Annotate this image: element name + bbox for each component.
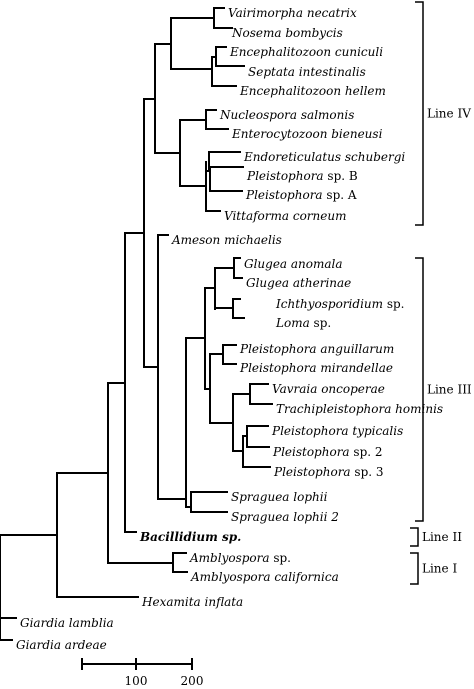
taxon-name: Encephalitozoon hellem	[239, 84, 386, 98]
bracket-label-line4: Line IV	[427, 107, 471, 121]
bracket-line2	[410, 527, 419, 547]
taxon-label-spraguea: Spraguea lophii	[231, 490, 328, 504]
taxon-name: Glugea anomala	[244, 257, 343, 271]
taxon-name: Pleistophora	[246, 169, 324, 183]
lineage-brackets: Line IV Line III Line II Line I	[410, 1, 472, 585]
taxon-name: Nosema bombycis	[231, 26, 343, 40]
taxon-label-enterocyto: Enterocytozoon bieneusi	[231, 127, 383, 141]
taxon-name: Vavraia oncoperae	[272, 382, 385, 396]
taxon-name: Nucleospora salmonis	[219, 108, 354, 122]
taxon-label-glugea_at: Glugea atherinae	[246, 276, 351, 290]
taxon-name: Pleistophora	[273, 465, 351, 479]
taxon-name: Enterocytozoon bieneusi	[231, 127, 383, 141]
taxon-suffix: sp.	[270, 551, 291, 565]
taxon-name: Encephalitozoon cuniculi	[229, 45, 383, 59]
taxon-suffix: sp. 2	[350, 445, 383, 459]
taxon-name: Pleistophora	[245, 188, 323, 202]
taxon-label-glugea_an: Glugea anomala	[244, 257, 343, 271]
taxon-label-giardia_a: Giardia ardeae	[16, 638, 107, 652]
taxon-label-spraguea2: Spraguea lophii 2	[231, 510, 339, 524]
taxon-label-vairimorpha: Vairimorpha necatrix	[228, 6, 357, 20]
taxon-suffix: sp. 3	[351, 465, 384, 479]
taxon-name: Vairimorpha necatrix	[228, 6, 357, 20]
taxon-label-ameson: Ameson michaelis	[171, 233, 282, 247]
taxon-label-nucleospora: Nucleospora salmonis	[219, 108, 354, 122]
taxon-name: Glugea atherinae	[246, 276, 351, 290]
taxon-name: Loma	[275, 316, 310, 330]
taxon-name: Endoreticulatus schubergi	[243, 150, 405, 164]
scale-tick-label: 100	[125, 674, 148, 688]
taxon-label-ichthyo: Ichthyosporidium sp.	[275, 297, 404, 311]
scale-tick-label: 200	[181, 674, 204, 688]
taxon-label-pleist_a: Pleistophora sp. A	[245, 188, 357, 202]
taxon-name: Bacillidium sp.	[139, 530, 241, 544]
taxon-name: Amblyospora	[189, 551, 270, 565]
taxon-label-pleist_b: Pleistophora sp. B	[246, 169, 358, 183]
taxon-name: Giardia ardeae	[16, 638, 107, 652]
taxon-name: Hexamita inflata	[141, 595, 243, 609]
taxon-name: Spraguea lophii 2	[231, 510, 339, 524]
bracket-label-line1: Line I	[422, 562, 457, 576]
taxon-name: Spraguea lophii	[231, 490, 328, 504]
taxon-label-trachi: Trachipleistophora hominis	[276, 402, 443, 416]
taxon-label-vittaforma: Vittaforma corneum	[224, 209, 346, 223]
taxon-label-pleist_ang: Pleistophora anguillarum	[239, 342, 394, 356]
taxon-label-septata: Septata intestinalis	[248, 65, 366, 79]
taxon-label-nosema: Nosema bombycis	[231, 26, 343, 40]
taxon-label-pleist_3: Pleistophora sp. 3	[273, 465, 384, 479]
taxon-label-amblyo: Amblyospora sp.	[189, 551, 291, 565]
scale-bar: 100 200	[81, 658, 204, 688]
taxon-name: Septata intestinalis	[248, 65, 366, 79]
taxon-suffix: sp.	[383, 297, 404, 311]
taxon-label-giardia_l: Giardia lamblia	[20, 616, 114, 630]
taxon-name: Vittaforma corneum	[224, 209, 346, 223]
taxon-label-vavraia: Vavraia oncoperae	[272, 382, 385, 396]
taxon-label-bacillidium: Bacillidium sp.	[139, 530, 241, 544]
taxon-label-enc_hellem: Encephalitozoon hellem	[239, 84, 386, 98]
tree-branches	[0, 7, 273, 641]
taxon-name: Pleistophora typicalis	[271, 424, 403, 438]
taxon-suffix: sp. A	[323, 188, 357, 202]
taxon-name: Ameson michaelis	[171, 233, 282, 247]
taxon-name: Amblyospora californica	[190, 570, 339, 584]
taxon-label-pleist_mir: Pleistophora mirandellae	[239, 361, 393, 375]
taxon-name: Pleistophora	[272, 445, 350, 459]
taxon-label-amblyo_cal: Amblyospora californica	[190, 570, 339, 584]
taxon-label-endoreticulatus: Endoreticulatus schubergi	[243, 150, 405, 164]
taxon-suffix: sp.	[310, 316, 331, 330]
taxon-name: Pleistophora mirandellae	[239, 361, 393, 375]
taxon-suffix: sp. B	[324, 169, 358, 183]
bracket-line3	[415, 257, 424, 522]
taxon-label-loma: Loma sp.	[275, 316, 331, 330]
taxon-label-pleist_typ: Pleistophora typicalis	[271, 424, 403, 438]
bracket-label-line2: Line II	[422, 530, 462, 544]
taxon-name: Ichthyosporidium	[275, 297, 383, 311]
taxon-name: Giardia lamblia	[20, 616, 114, 630]
taxon-label-enc_cuniculi: Encephalitozoon cuniculi	[229, 45, 383, 59]
bracket-line4	[415, 1, 424, 226]
bracket-line1	[410, 552, 419, 585]
bracket-label-line3: Line III	[427, 383, 472, 397]
taxon-label-pleist_2: Pleistophora sp. 2	[272, 445, 383, 459]
taxon-name: Pleistophora anguillarum	[239, 342, 394, 356]
taxon-label-hexamita: Hexamita inflata	[141, 595, 243, 609]
taxon-name: Trachipleistophora hominis	[276, 402, 443, 416]
